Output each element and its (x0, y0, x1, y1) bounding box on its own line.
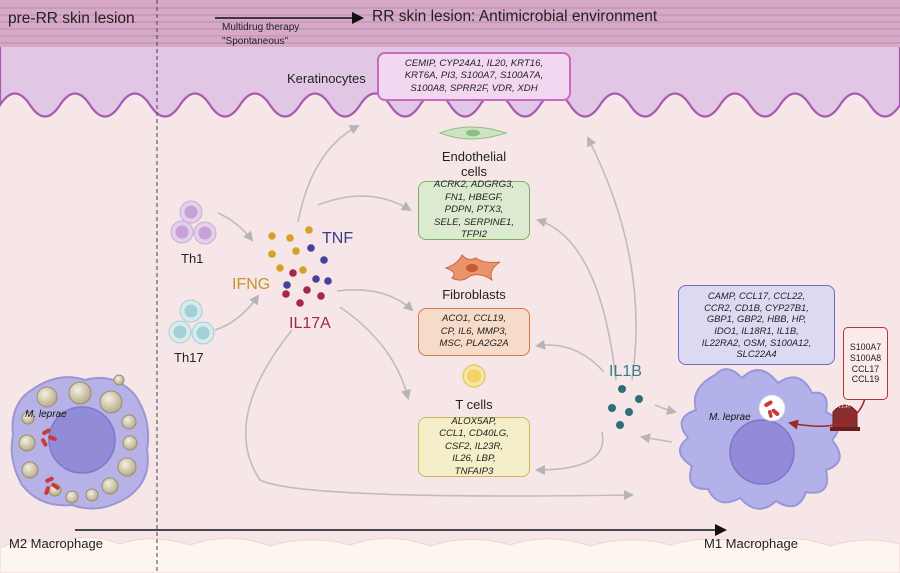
trigger-label-spontaneous: "Spontaneous" (222, 36, 289, 47)
tombstone-label: R.I.P. (836, 404, 851, 410)
ifng-label: IFNG (232, 276, 271, 293)
m1-macrophage (679, 368, 841, 510)
m2-macrophage (10, 374, 150, 510)
gene-line: CEMIP, CYP24A1, IL20, KRT16, (404, 57, 544, 69)
signaling-arrows (214, 125, 677, 501)
gene-line: ACRK2, ADGRG3, (433, 179, 515, 191)
cytokine-cluster (268, 226, 332, 307)
keratinocyte-genes-box: CEMIP, CYP24A1, IL20, KRT16, KRT6A, PI3,… (377, 52, 571, 101)
t-cell-icon (462, 364, 486, 388)
th1-label: Th1 (181, 251, 204, 266)
gene-line: SLC22A4 (736, 348, 777, 360)
m1-macrophage-label: M1 Macrophage (704, 536, 798, 551)
gene-line: TNFAIP3 (454, 465, 494, 477)
gene-line: ACO1, CCL19, (442, 313, 506, 325)
endothelial-label-line2: cells (460, 164, 488, 179)
lower-tissue (0, 536, 900, 573)
gene-line: CP, IL6, MMP3, (440, 325, 508, 337)
gene-line: ALOX5AP, (451, 415, 497, 427)
endothelial-label-line1: Endothelial (441, 149, 507, 164)
tcell-genes-box: ALOX5AP, CCL1, CD40LG, CSF2, IL23R, IL26… (418, 415, 530, 477)
th17-cells-icon (168, 299, 215, 345)
gene-line: CCL1, CD40LG, (439, 428, 509, 440)
m2-pathogen-label: M. leprae (25, 409, 67, 420)
gene-line: S100A7 (849, 341, 882, 352)
gene-line: IDO1, IL18R1, IL1B, (714, 325, 799, 336)
gene-line: SELE, SERPINE1, (434, 216, 514, 228)
gene-line: FN1, HBEGF, (445, 191, 503, 203)
tnf-label: TNF (322, 230, 354, 247)
fibroblast-icon (444, 254, 501, 282)
tombstone-icon (830, 404, 860, 431)
pre-rr-title: pre-RR skin lesion (8, 10, 135, 27)
gene-line: PDPN, PTX3, (444, 204, 504, 216)
gene-line: MSC, PLA2G2A (439, 338, 509, 350)
gene-line: S100A8 (849, 352, 882, 363)
killing-genes-box: S100A7 S100A8 CCL17 CCL19 (843, 327, 888, 400)
il1b-label: IL1B (609, 363, 642, 380)
m1-genes-box: CAMP, CCL17, CCL22, CCR2, CD1B, CYP27B1,… (678, 285, 835, 365)
trigger-label-therapy: Multidrug therapy (222, 22, 300, 33)
gene-line: CAMP, CCL17, CCL22, (707, 290, 806, 302)
th17-label: Th17 (174, 350, 204, 365)
gene-line: CCL19 (851, 374, 880, 385)
fibroblasts-label: Fibroblasts (442, 287, 506, 302)
gene-line: TFPI2 (460, 229, 488, 241)
gene-line: KRT6A, PI3, S100A7, S100A7A, (404, 70, 544, 82)
gene-line: IL22RA2, OSM, S100A12, (701, 336, 812, 348)
il17a-label: IL17A (289, 315, 331, 332)
endothelial-cell-icon (438, 126, 508, 140)
gene-line: S100A8, SPRR2F, VDR, XDH (410, 82, 538, 94)
gene-line: IL26, LBP, (452, 453, 496, 465)
gene-line: CCR2, CD1B, CYP27B1, (704, 301, 809, 313)
m2-macrophage-label: M2 Macrophage (9, 536, 103, 551)
gene-line: GBP1, GBP2, HBB, HP, (706, 313, 807, 325)
gene-line: CCL17 (851, 363, 880, 374)
m1-pathogen-label: M. leprae (709, 412, 751, 423)
tcells-label: T cells (455, 397, 493, 412)
th1-cells-icon (170, 200, 217, 245)
il1b-dots (608, 385, 643, 429)
stratum-corneum (0, 7, 900, 44)
keratinocytes-label: Keratinocytes (287, 71, 366, 86)
rr-title: RR skin lesion: Antimicrobial environmen… (372, 8, 658, 25)
endothelial-genes-box: ACRK2, ADGRG3, FN1, HBEGF, PDPN, PTX3, S… (418, 179, 530, 241)
gene-line: CSF2, IL23R, (444, 440, 504, 452)
fibroblast-genes-box: ACO1, CCL19, CP, IL6, MMP3, MSC, PLA2G2A (418, 308, 530, 356)
